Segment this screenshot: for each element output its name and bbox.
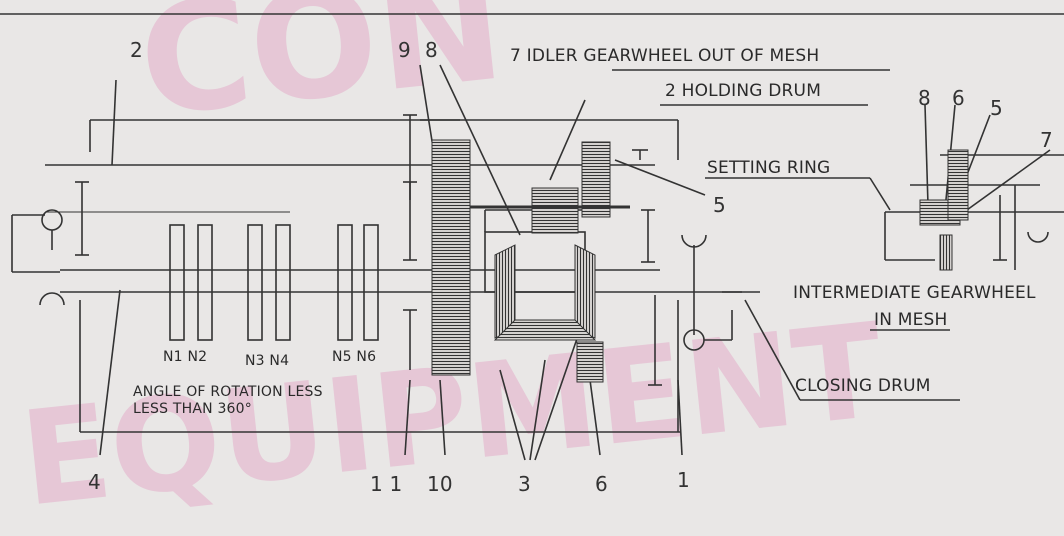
inset-number-5: 5 <box>990 96 1003 120</box>
node-n2: N2 <box>187 349 208 365</box>
number-8: 8 <box>425 38 438 62</box>
closing-drum-label: CLOSING DRUM <box>795 376 931 396</box>
number-9: 9 <box>398 38 411 62</box>
number-4: 4 <box>88 470 101 494</box>
gear-5 <box>581 141 611 218</box>
number-5: 5 <box>713 193 726 217</box>
node-n1n2: N1 N2 <box>163 350 207 364</box>
setting-ring-label: SETTING RING <box>707 158 831 178</box>
node-n1: N1 <box>163 349 183 365</box>
bevel-bottom <box>493 319 597 341</box>
number-11: 1 1 <box>370 472 403 496</box>
number-6: 6 <box>595 472 608 496</box>
angle-label-2: LESS THAN 360° <box>133 401 252 417</box>
intermediate-gearwheel-label: INTERMEDIATE GEARWHEEL <box>793 283 1036 303</box>
inset-number-6: 6 <box>952 86 965 110</box>
number-2: 2 <box>130 38 143 62</box>
inset-number-8: 8 <box>918 86 931 110</box>
number-10: 10 <box>427 472 453 496</box>
gear-9 <box>431 139 471 376</box>
number-1: 1 <box>677 468 690 492</box>
node-n5n6: N5 N6 <box>332 349 377 365</box>
number-3: 3 <box>518 472 531 496</box>
angle-label-1: ANGLE OF ROTATION LESS <box>133 384 323 400</box>
mechanism-diagram <box>0 13 1064 461</box>
gear-idler-7 <box>531 187 579 234</box>
idler-gearwheel-label: 7 IDLER GEARWHEEL OUT OF MESH <box>510 46 820 66</box>
node-n3n4: N3 N4 <box>245 353 290 369</box>
holding-drum-label: 2 HOLDING DRUM <box>665 81 822 101</box>
inset-number-7: 7 <box>1040 128 1053 152</box>
gear-6 <box>576 341 604 383</box>
in-mesh-label: IN MESH <box>874 310 948 330</box>
bevel-right <box>574 244 596 339</box>
